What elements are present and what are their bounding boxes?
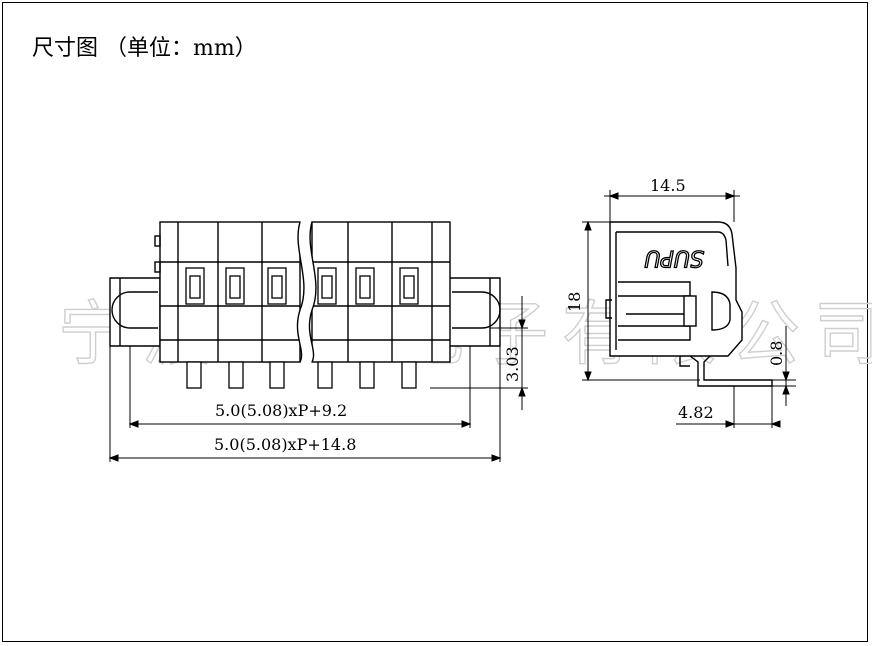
dim-0-8: 0.8 — [767, 341, 786, 366]
dim-3-03: 3.03 — [503, 346, 522, 382]
page-title: 尺寸图 （单位：mm） — [32, 36, 257, 61]
left-flange — [109, 277, 161, 347]
dim-pitch-long: 5.0(5.08)xP+14.8 — [214, 435, 356, 454]
dim-4-82: 4.82 — [678, 403, 714, 422]
dim-18: 18 — [565, 292, 584, 312]
break-lines — [296, 221, 317, 363]
dim-14-5: 14.5 — [650, 176, 686, 195]
side-dimensions — [582, 190, 796, 428]
dim-pitch-short: 5.0(5.08)xP+9.2 — [215, 401, 347, 420]
brand-logo: SUPU — [645, 245, 704, 270]
right-flange — [447, 277, 501, 347]
pins — [186, 361, 417, 389]
side-view — [605, 221, 773, 387]
pole-windows — [185, 267, 419, 305]
front-dimensions — [108, 296, 528, 462]
